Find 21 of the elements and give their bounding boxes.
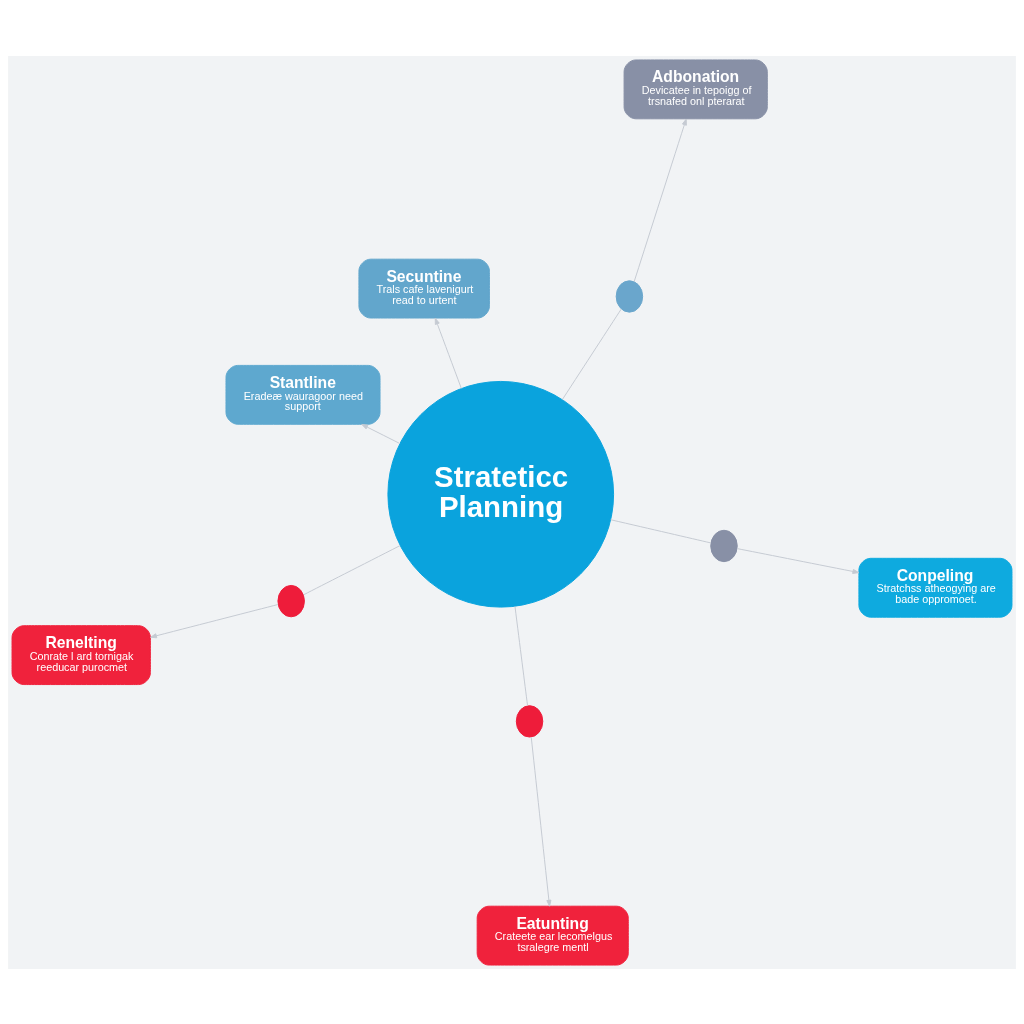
node-box: Eatunting Crateete ear lecomelgus tsralegre mentl (476, 905, 629, 966)
arrow (434, 317, 462, 389)
connector (610, 518, 712, 543)
node-circle (710, 529, 738, 562)
node-box: Conpeling Stratchss atheogying are bade oppromoet. (858, 557, 1013, 618)
node-circle: Strateticc Planning (387, 380, 615, 608)
arrow (736, 547, 860, 574)
arrow (530, 736, 552, 907)
connector (561, 308, 622, 400)
arrow (633, 118, 687, 282)
node-box: Adbonation Devicatee in tepoigg of trsnafed onl pterarat (623, 58, 768, 119)
connector (514, 605, 528, 706)
node-circle (515, 704, 544, 738)
node-circle (277, 584, 305, 617)
connector (303, 544, 401, 595)
node-box: Stantline Eradeæ wauragoor need support (225, 364, 381, 425)
node-circle (615, 279, 644, 313)
arrow (150, 603, 279, 638)
arrow (361, 423, 401, 444)
node-box: Secuntine Trals cafe lavenigurt read to urtent (358, 258, 490, 319)
node-box: Renelting Conrate l ard tornigak reeducar purocmet (11, 624, 151, 685)
